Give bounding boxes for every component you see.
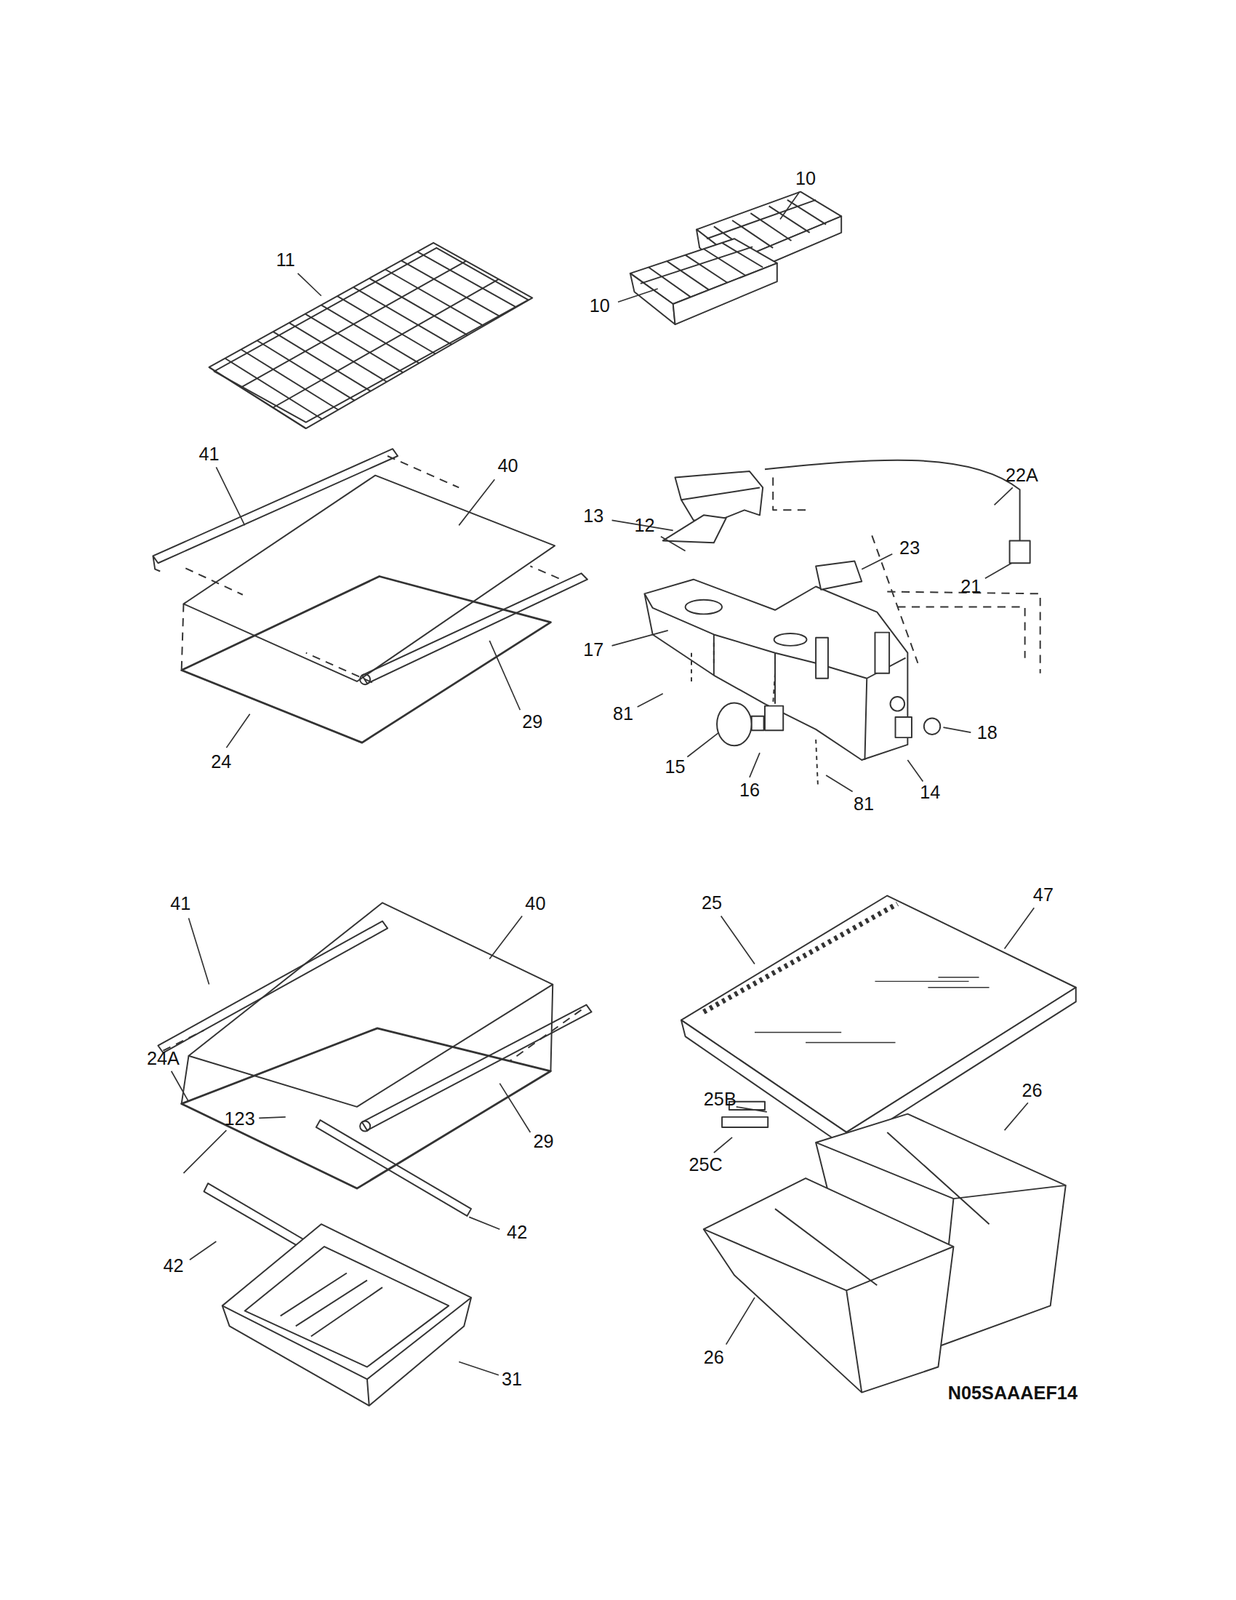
wire-shelf <box>209 242 533 429</box>
callout-number: 81 <box>853 794 874 813</box>
leader-lines <box>171 191 1035 1375</box>
light-parts <box>691 460 1041 786</box>
crisper-bin <box>703 1177 954 1393</box>
callout-number: 81 <box>612 704 634 723</box>
callout-number: 24A <box>146 1049 180 1068</box>
callout-number: 10 <box>795 169 816 188</box>
callout-number: 13 <box>583 506 604 525</box>
crisper-cover <box>681 895 1077 1148</box>
callout-number: 41 <box>170 894 191 913</box>
callout-number: 12 <box>633 516 655 535</box>
deli-drawer <box>222 1223 472 1406</box>
callout-number: 25 <box>701 893 722 912</box>
drawing-id: N05SAAAEF14 <box>948 1383 1078 1402</box>
light-shield <box>663 471 763 543</box>
callout-number: 23 <box>899 538 920 557</box>
glass-shelf-assembly <box>157 902 592 1280</box>
callout-number: 21 <box>960 577 981 596</box>
callout-number: 26 <box>1021 1081 1042 1100</box>
callout-number: 25C <box>688 1155 722 1174</box>
callout-number: 14 <box>919 783 941 802</box>
callout-number: 16 <box>739 780 760 800</box>
callout-number: 42 <box>162 1256 184 1275</box>
callout-number: 42 <box>506 1222 528 1242</box>
callout-number: 29 <box>533 1132 555 1151</box>
glass-shelf-assembly <box>152 448 588 743</box>
callout-number: 31 <box>501 1369 523 1388</box>
callout-number: 25B <box>703 1089 737 1109</box>
callout-number: 40 <box>524 894 546 913</box>
callout-number: 11 <box>276 250 296 270</box>
callout-number: 22A <box>1005 466 1039 485</box>
light-housing <box>644 579 908 760</box>
callout-number: 26 <box>703 1347 725 1367</box>
callout-number: 47 <box>1033 884 1054 904</box>
callout-number: 24 <box>210 752 232 771</box>
callout-number: 123 <box>224 1109 256 1128</box>
callout-number: 18 <box>977 722 998 741</box>
shelf-rod <box>272 279 499 408</box>
shelf-rod <box>241 261 467 388</box>
callout-number: 41 <box>198 444 219 464</box>
callout-number: 15 <box>664 757 685 776</box>
callout-number: 10 <box>589 296 611 315</box>
callout-number: 40 <box>497 456 518 475</box>
ice-tray <box>630 238 778 325</box>
callout-number: 29 <box>522 712 543 731</box>
callout-number: 17 <box>583 640 604 659</box>
